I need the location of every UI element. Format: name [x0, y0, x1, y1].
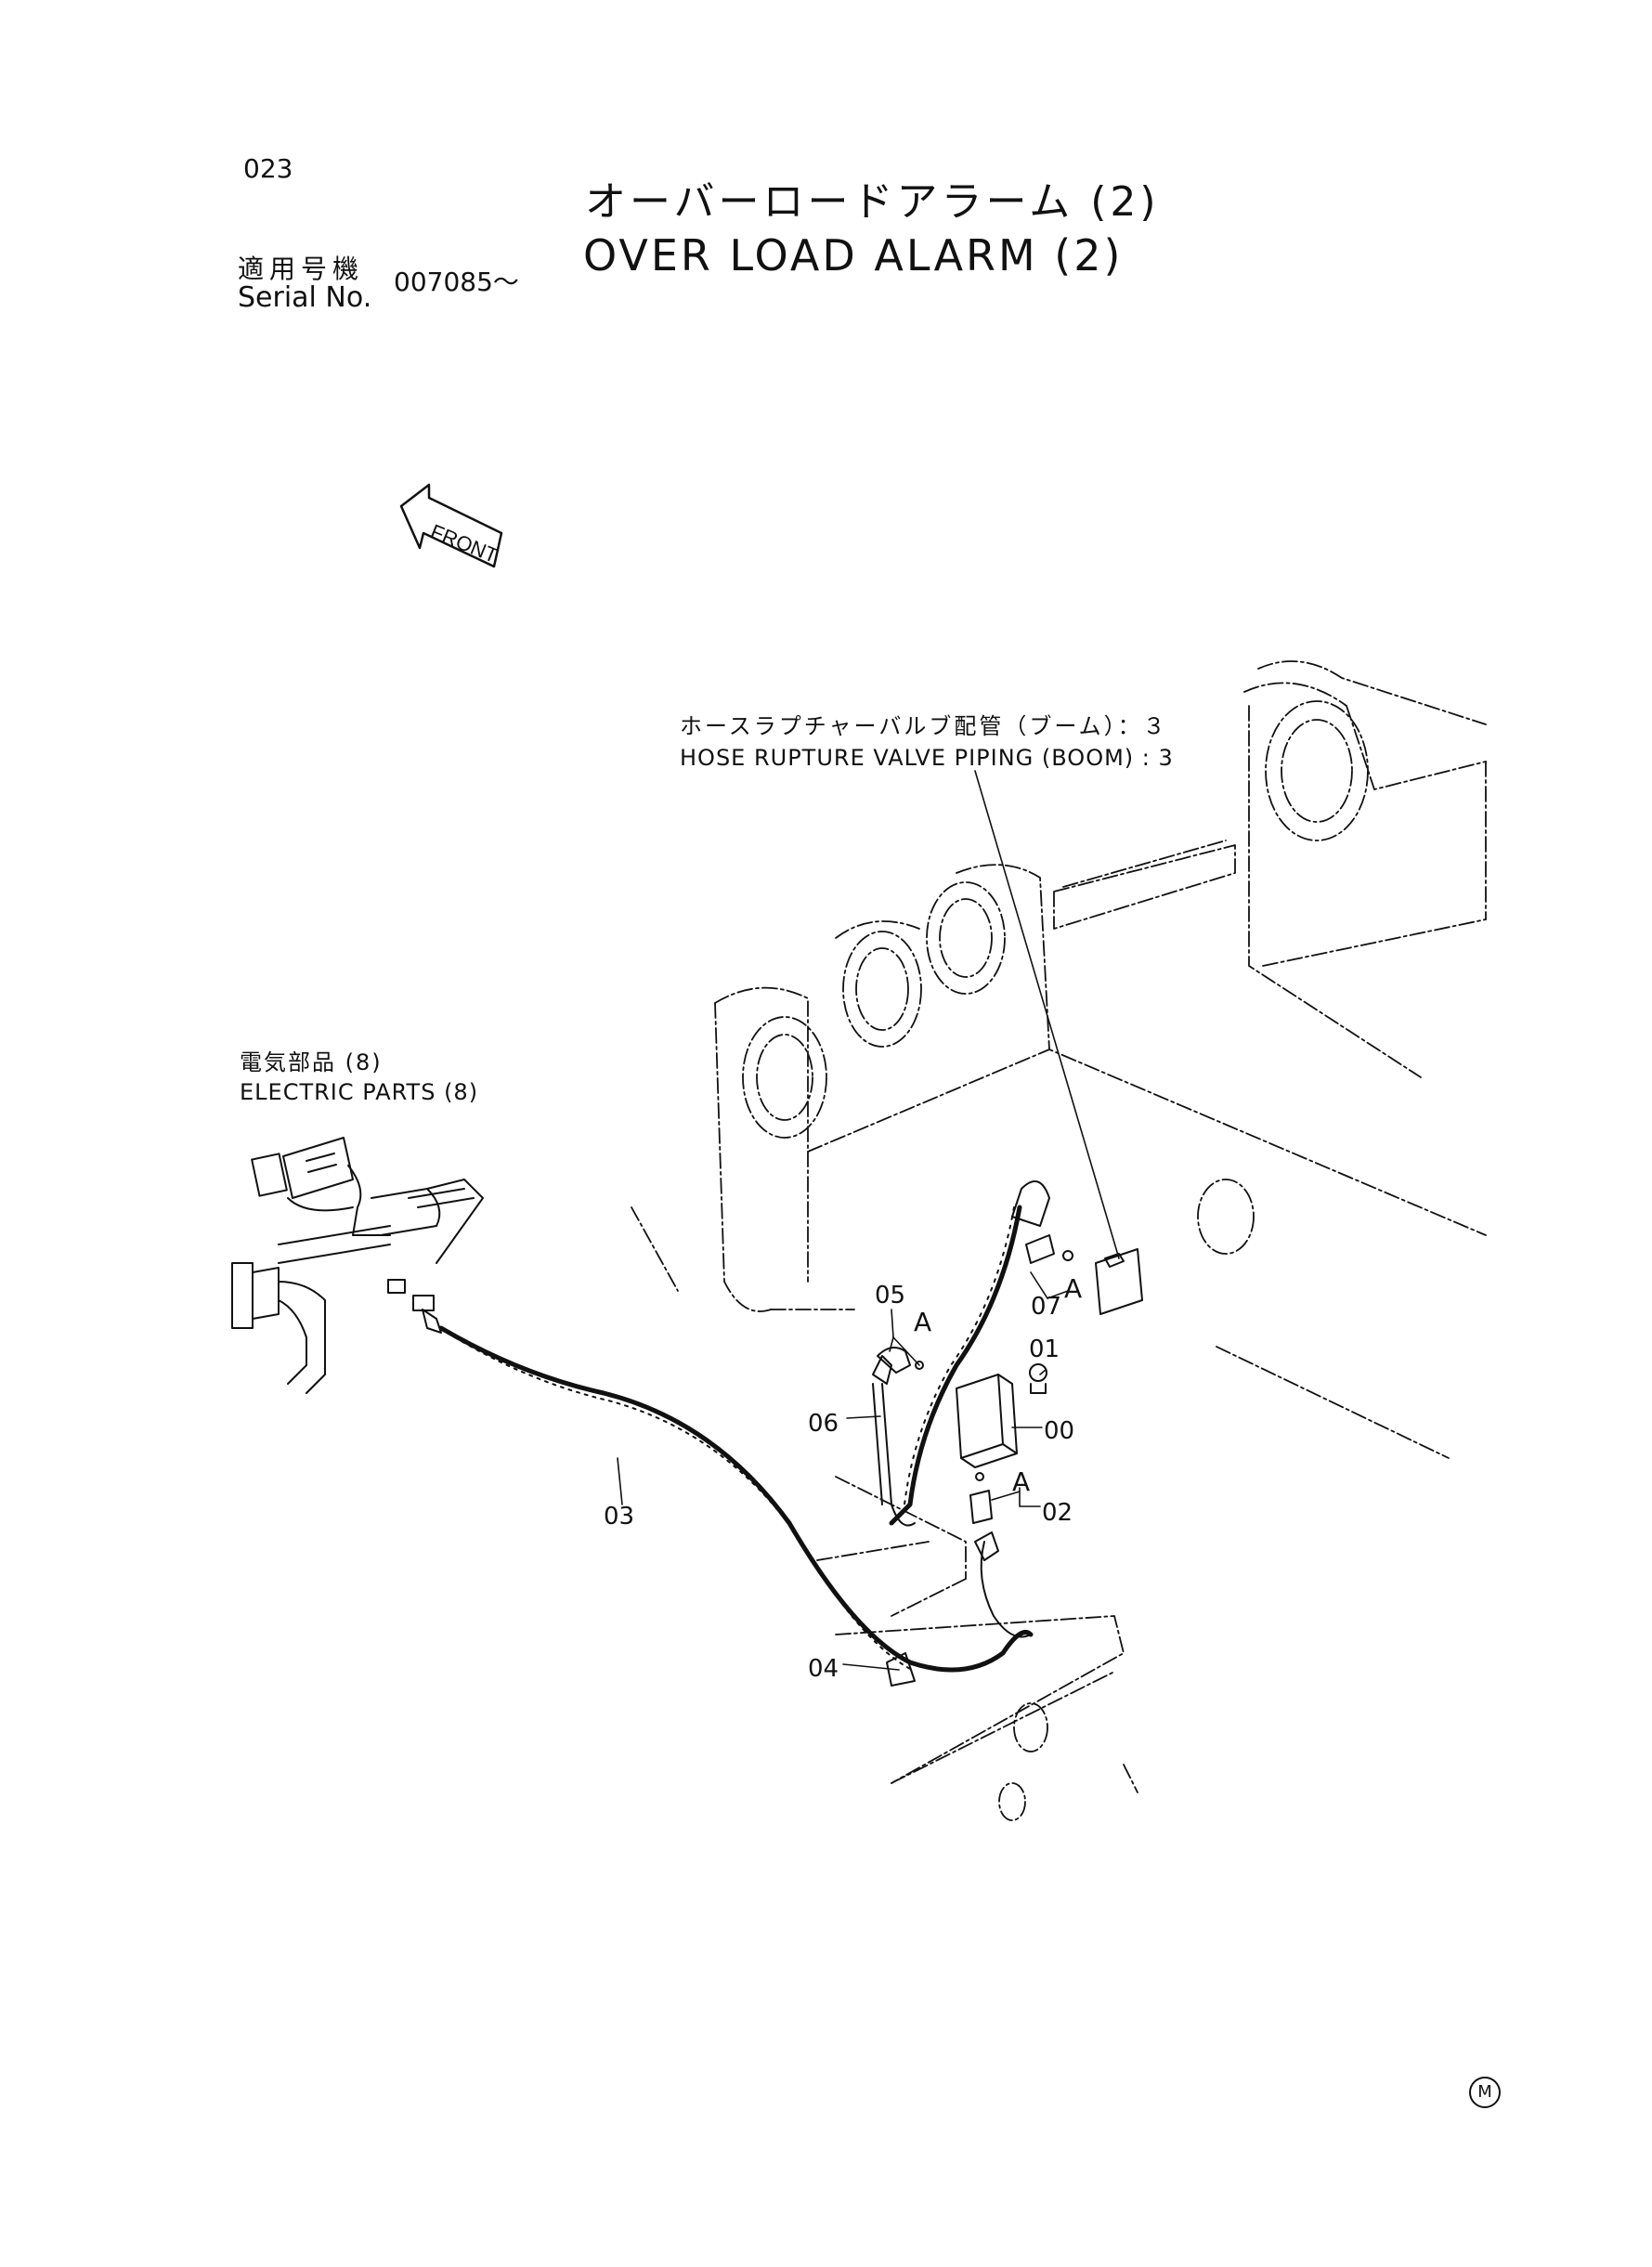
serial-label-english: Serial No.: [238, 281, 372, 314]
callout-02: 02: [1042, 1499, 1073, 1527]
reference-electric-parts-japanese: 電気部品 (8): [240, 1049, 383, 1075]
callout-00: 00: [1044, 1417, 1075, 1445]
leader-lines: [617, 770, 1120, 1671]
callout-01: 01: [1029, 1335, 1060, 1363]
callout-07: 07: [1031, 1293, 1062, 1321]
detail-a-label: A: [1012, 1466, 1031, 1497]
reference-electric-parts-english: ELECTRIC PARTS (8): [240, 1079, 479, 1105]
boom-structure: [631, 660, 1487, 1821]
part-07-valve: [1025, 1234, 1143, 1315]
electric-harness: [231, 1137, 484, 1394]
detail-a-label: A: [914, 1307, 932, 1337]
callout-04: 04: [808, 1655, 839, 1683]
page-number: 023: [243, 153, 293, 184]
part-05-elbow: [877, 1347, 924, 1374]
title-japanese: オーバーロードアラーム (2): [585, 178, 1160, 226]
title-english: OVER LOAD ALARM (2): [583, 230, 1124, 280]
serial-number-value: 007085～: [394, 267, 519, 297]
part-03-cable: [422, 1309, 1034, 1687]
callout-06: 06: [808, 1410, 839, 1438]
front-arrow-icon: FRONT: [399, 483, 503, 568]
circled-m-mark: M: [1469, 2077, 1501, 2108]
part-01-bolt: [1029, 1363, 1047, 1394]
part-02-fitting: [969, 1472, 993, 1524]
reference-hose-piping-japanese: ホースラプチャーバルブ配管（ブーム）：３: [680, 713, 1168, 739]
part-00-switch: [956, 1374, 1018, 1468]
part-06-hose: [872, 1180, 1050, 1527]
reference-hose-piping-english: HOSE RUPTURE VALVE PIPING (BOOM) : 3: [680, 745, 1174, 771]
detail-a-label: A: [1064, 1273, 1083, 1304]
callout-05: 05: [875, 1282, 906, 1309]
serial-label-japanese: 適用号機: [238, 254, 365, 284]
callout-03: 03: [604, 1503, 635, 1531]
